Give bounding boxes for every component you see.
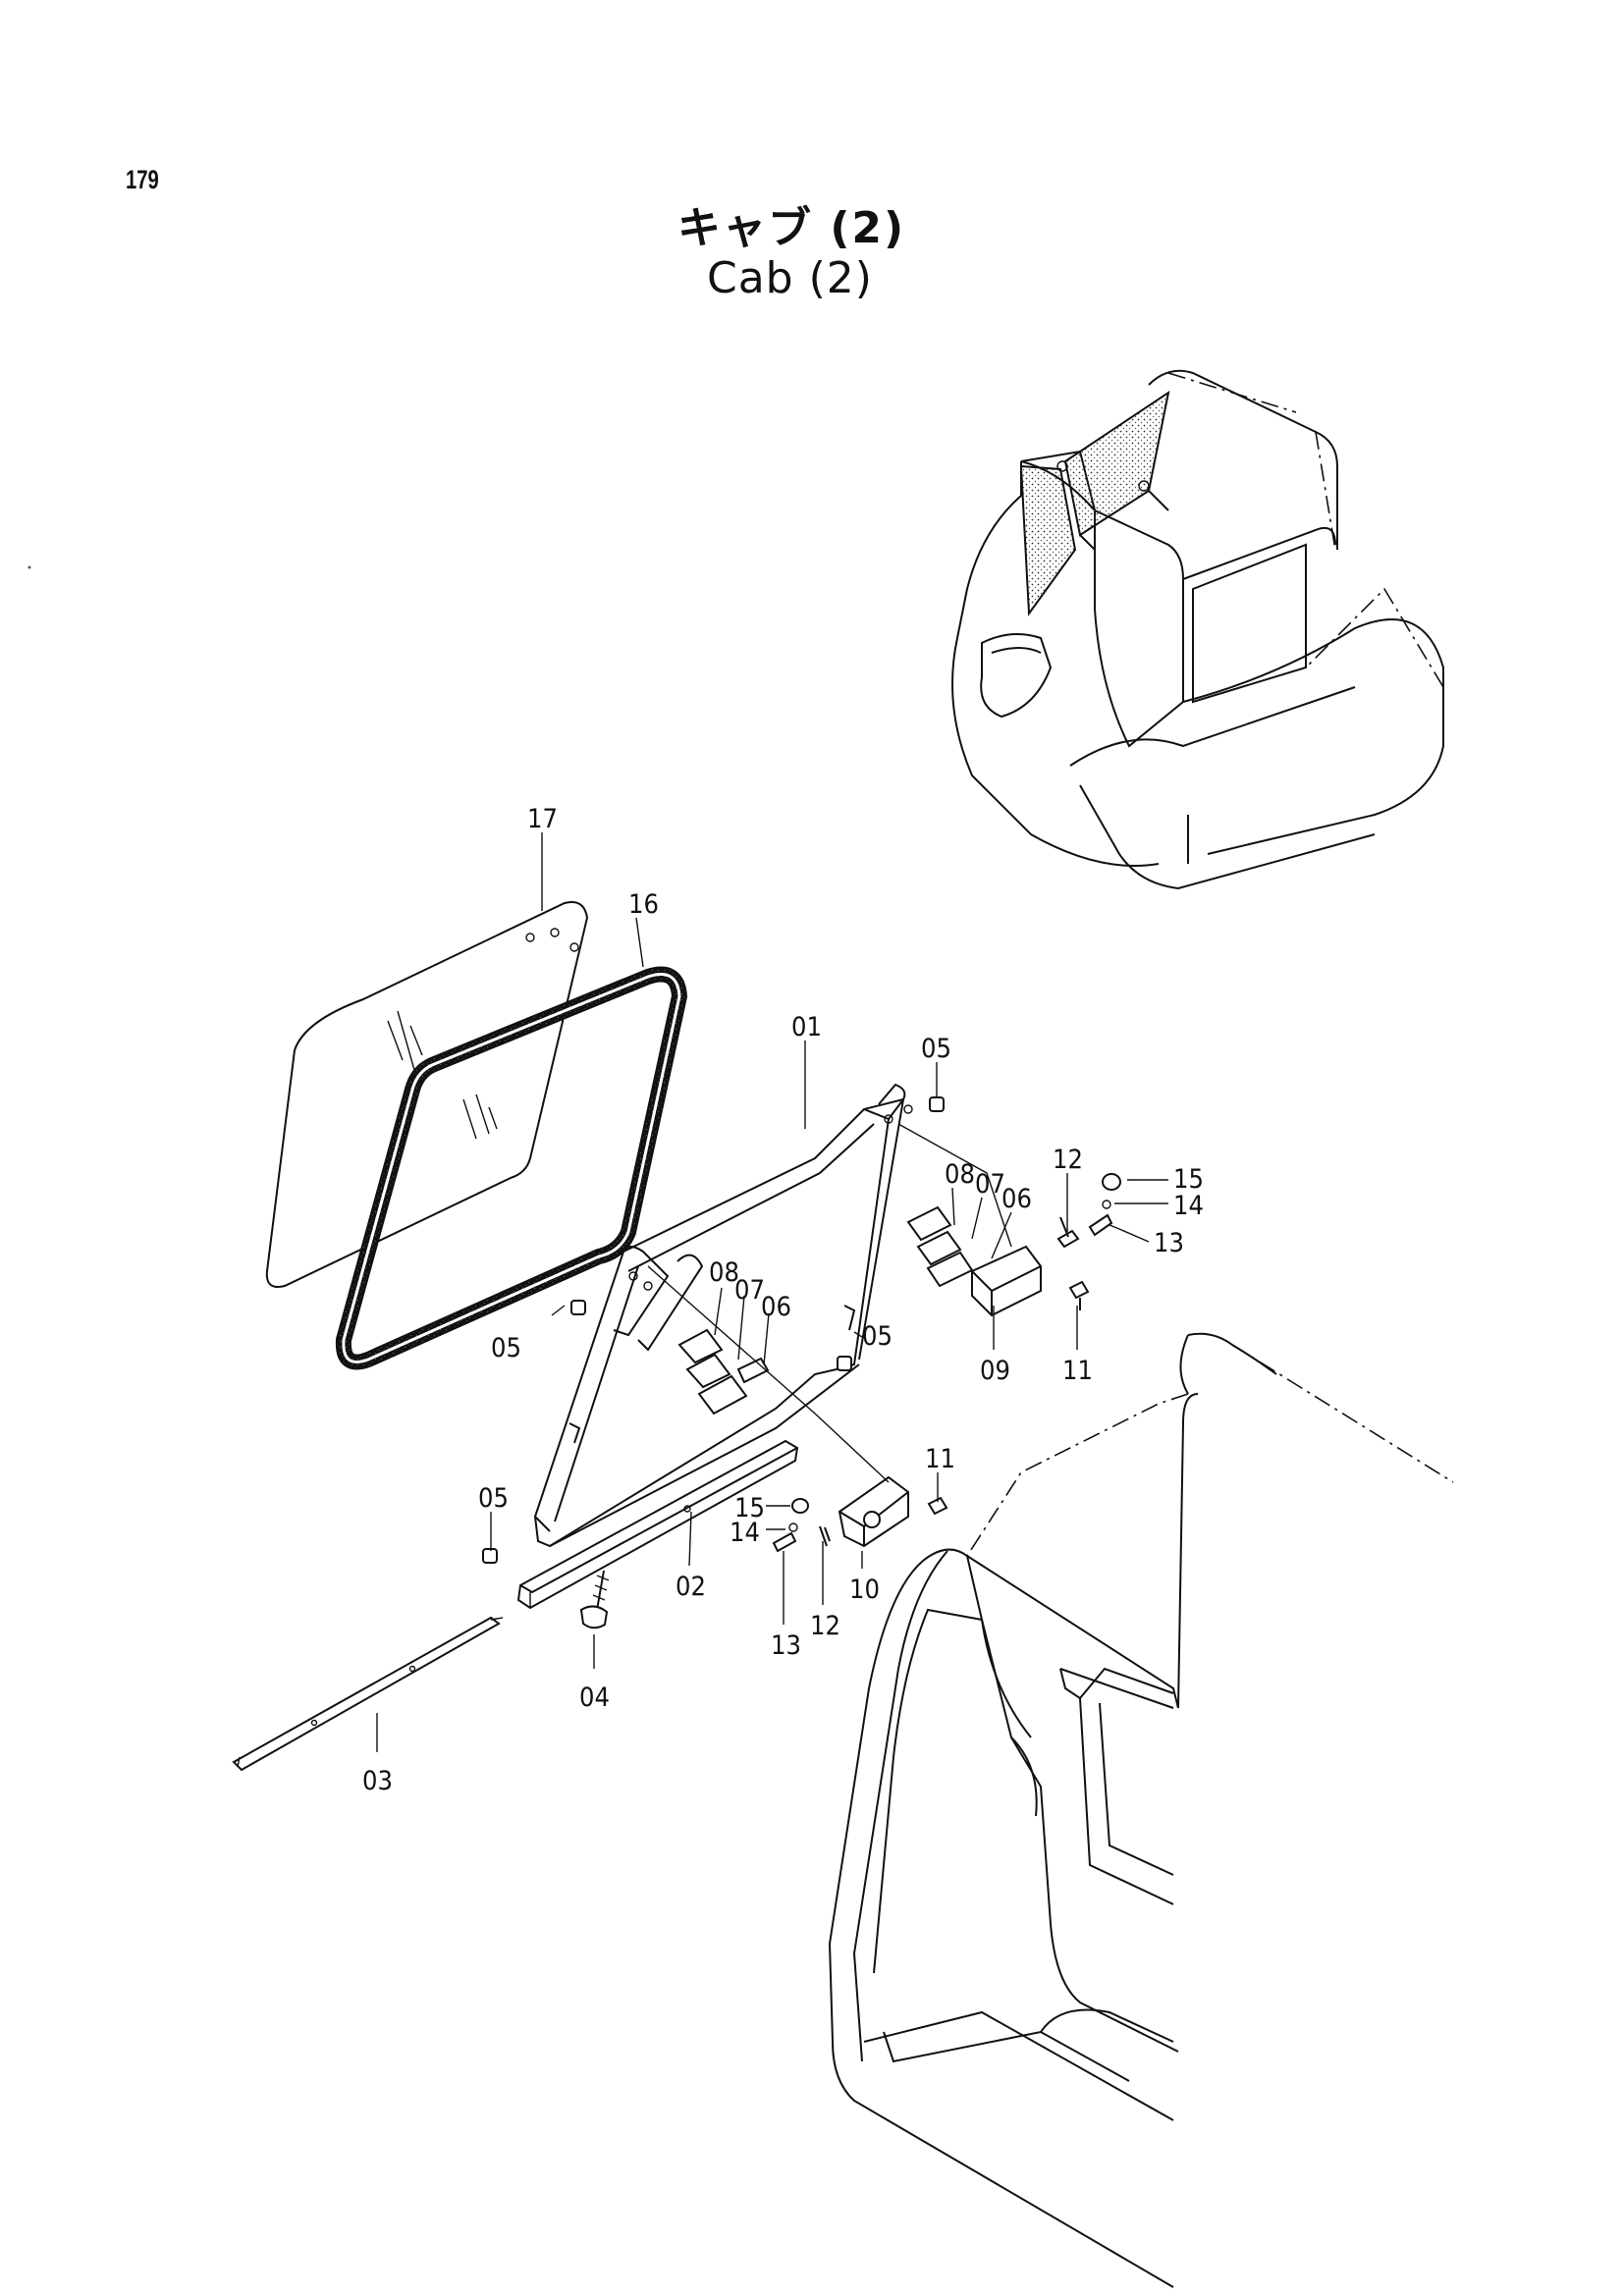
callout-16: 16 xyxy=(628,889,659,920)
callout-12-lower: 12 xyxy=(810,1611,840,1641)
part-09-latch xyxy=(971,1245,1042,1317)
part-05-bushings xyxy=(482,1096,945,1564)
latch-shims-right xyxy=(906,1205,974,1288)
callout-10: 10 xyxy=(849,1575,880,1605)
cab-body-outline xyxy=(828,1332,1454,2288)
alignment-line-upper xyxy=(897,1123,1012,1248)
part-16-seal-frame xyxy=(335,966,688,1370)
callout-03: 03 xyxy=(362,1766,393,1796)
part-01-window-frame xyxy=(533,1083,906,1548)
latch-shims-left xyxy=(677,1328,770,1415)
part-10-latch xyxy=(838,1475,909,1548)
alignment-line-lower xyxy=(647,1265,890,1483)
callout-05-left: 05 xyxy=(491,1333,521,1363)
callout-12-right: 12 xyxy=(1053,1145,1083,1175)
callout-05-top: 05 xyxy=(921,1034,951,1064)
callout-14-right: 14 xyxy=(1173,1191,1204,1221)
callout-13-lower: 13 xyxy=(771,1630,801,1661)
part-04-screw xyxy=(579,1570,610,1629)
callout-13-right: 13 xyxy=(1154,1228,1184,1258)
callout-05-mid: 05 xyxy=(862,1321,893,1352)
diagram-title-japanese: キャブ (2) xyxy=(677,203,906,253)
callout-labels: 17 16 01 05 08 07 06 12 15 14 13 08 07 0… xyxy=(362,804,1204,1796)
callout-01: 01 xyxy=(791,1012,822,1042)
callout-15-lower: 15 xyxy=(734,1493,765,1523)
hardware-11-15-upper xyxy=(1056,1173,1121,1310)
part-17-glass xyxy=(265,901,589,1288)
part-03-slide-bar xyxy=(232,1616,504,1772)
reference-cab-illustration xyxy=(951,369,1444,890)
hardware-11-15-lower xyxy=(772,1496,948,1553)
callout-02: 02 xyxy=(676,1572,706,1602)
callout-08-right: 08 xyxy=(945,1159,975,1190)
callout-09: 09 xyxy=(980,1356,1010,1386)
callout-07-right: 07 xyxy=(975,1169,1005,1200)
callout-06-right: 06 xyxy=(1001,1184,1032,1214)
leader-lines xyxy=(376,832,1168,1752)
callout-17: 17 xyxy=(527,804,558,834)
callout-11-right: 11 xyxy=(1062,1356,1093,1386)
callout-07-left: 07 xyxy=(734,1275,765,1306)
callout-06-left: 06 xyxy=(761,1292,791,1322)
diagram-title-english: Cab (2) xyxy=(707,253,873,303)
callout-15-right: 15 xyxy=(1173,1164,1204,1195)
callout-05-bottom: 05 xyxy=(478,1483,509,1514)
part-02-lower-rail xyxy=(516,1439,799,1610)
callout-11-lower: 11 xyxy=(925,1444,955,1474)
page-number: 179 xyxy=(126,165,159,194)
callout-08-left: 08 xyxy=(709,1257,739,1288)
callout-04: 04 xyxy=(579,1682,610,1713)
callout-14-lower: 14 xyxy=(730,1518,760,1548)
stray-mark xyxy=(27,565,31,569)
